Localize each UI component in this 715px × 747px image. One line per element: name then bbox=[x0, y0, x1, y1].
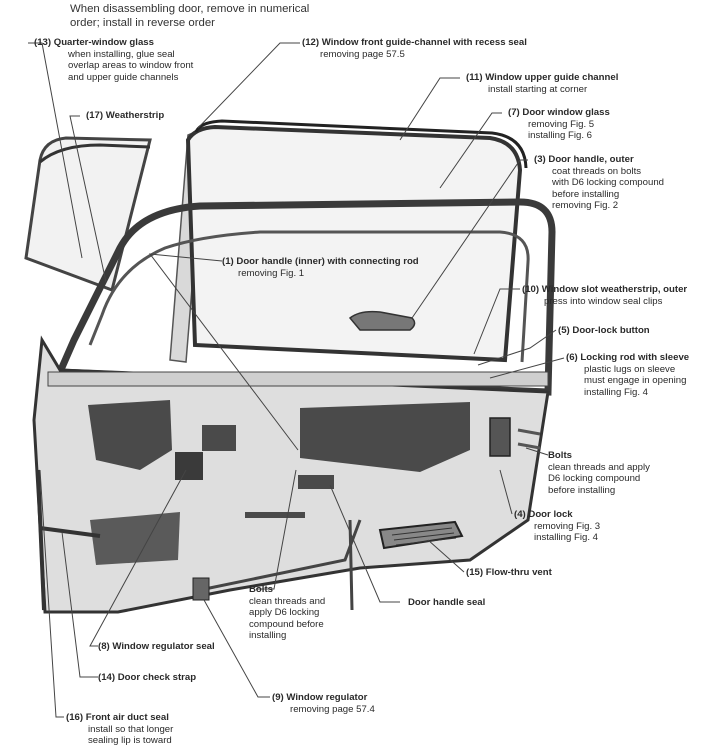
panel-opening-left bbox=[88, 400, 172, 470]
callout-upper-guide-channel: (11) Window upper guide channel install … bbox=[466, 72, 619, 95]
door-window-glass bbox=[185, 124, 523, 363]
callout-window-regulator-seal: (8) Window regulator seal bbox=[98, 641, 215, 652]
callout-front-guide-channel: (12) Window front guide-channel with rec… bbox=[302, 37, 527, 60]
callout-door-lock-button: (5) Door-lock button bbox=[558, 325, 650, 336]
callout-door-lock: (4) Door lock removing Fig. 3 installing… bbox=[514, 509, 601, 544]
door-window-frame bbox=[54, 198, 556, 396]
callout-outer-door-handle: (3) Door handle, outer coat threads on b… bbox=[534, 154, 664, 212]
window-slot-weatherstrip bbox=[88, 230, 530, 363]
callout-locking-rod: (6) Locking rod with sleeve plastic lugs… bbox=[566, 352, 690, 398]
door-check-strap bbox=[39, 526, 101, 538]
callout-door-handle-seal: Door handle seal bbox=[408, 597, 486, 608]
panel-slot bbox=[245, 512, 305, 518]
regulator-seal bbox=[175, 452, 203, 480]
callout-weatherstrip: (17) Weatherstrip bbox=[86, 110, 165, 121]
leader-lines bbox=[28, 42, 565, 718]
callout-door-window-glass: (7) Door window glass removing Fig. 5 in… bbox=[508, 107, 610, 142]
door-lock bbox=[489, 417, 511, 457]
callout-center-bolts: Bolts clean threads and apply D6 locking… bbox=[249, 584, 326, 642]
callout-lock-bolts: Bolts clean threads and apply D6 locking… bbox=[548, 450, 650, 496]
callout-window-slot-weatherstrip: (10) Window slot weatherstrip, outer pre… bbox=[522, 284, 688, 307]
weatherstrip bbox=[39, 143, 151, 164]
callout-flow-thru-vent: (15) Flow-thru vent bbox=[466, 567, 552, 578]
regulator-crank bbox=[192, 577, 210, 601]
upper-guide-channel bbox=[194, 119, 528, 169]
air-duct-seal bbox=[36, 469, 46, 611]
panel-opening-square bbox=[202, 425, 236, 451]
flow-vent-slats bbox=[391, 527, 457, 546]
callout-window-regulator: (9) Window regulator removing page 57.4 bbox=[272, 692, 375, 715]
panel-opening-right bbox=[300, 402, 470, 472]
lock-bolts bbox=[517, 428, 541, 450]
header-line-2: order; install in reverse order bbox=[70, 16, 215, 29]
flow-thru-vent bbox=[378, 520, 464, 550]
instruction-header: When disassembling door, remove in numer… bbox=[70, 3, 309, 30]
panel-opening-lower bbox=[90, 512, 180, 565]
callout-front-air-duct-seal: (16) Front air duct seal install so that… bbox=[66, 712, 174, 747]
door-handle-seal bbox=[298, 475, 334, 489]
callout-inner-door-handle: (1) Door handle (inner) with connecting … bbox=[222, 256, 419, 279]
callout-quarter-window-glass: (13) Quarter-window glass when installin… bbox=[34, 37, 194, 83]
callout-door-check-strap: (14) Door check strap bbox=[98, 672, 197, 683]
door-beltline bbox=[47, 371, 549, 387]
header-line-1: When disassembling door, remove in numer… bbox=[70, 3, 310, 15]
window-regulator bbox=[199, 519, 362, 611]
outer-door-handle bbox=[348, 310, 416, 331]
